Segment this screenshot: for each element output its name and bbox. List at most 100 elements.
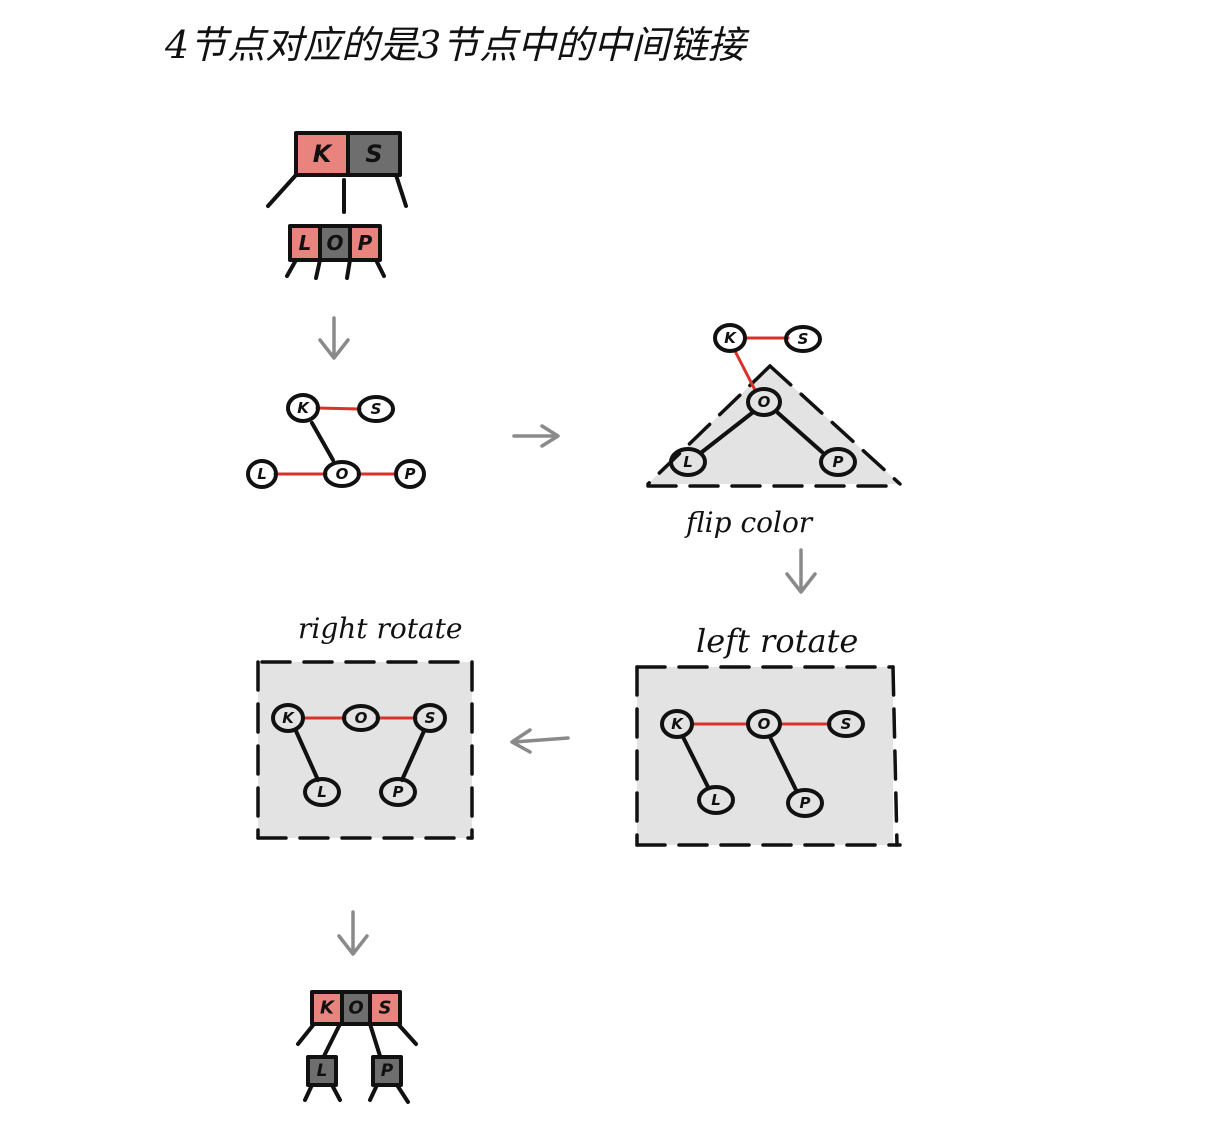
svg-text:L: L xyxy=(317,783,327,801)
box-cell-k xyxy=(296,133,348,175)
box-key-p: P xyxy=(381,1061,394,1081)
branch xyxy=(368,1083,379,1102)
node-p: P xyxy=(786,788,824,818)
box-cell-s xyxy=(348,133,400,175)
arrow-right-1 xyxy=(512,424,560,448)
branch xyxy=(368,1022,382,1058)
node-o: O xyxy=(342,704,380,732)
black-link xyxy=(400,729,426,782)
arrow-down-2 xyxy=(785,548,817,594)
box-outline xyxy=(288,224,382,262)
branch xyxy=(303,1083,314,1102)
panel-left-rotate xyxy=(637,667,893,845)
stage-pre-flip: K S O L P xyxy=(646,323,902,488)
svg-text:K: K xyxy=(671,715,684,733)
black-link xyxy=(681,735,710,789)
node-s: S xyxy=(784,325,822,353)
branch xyxy=(296,1022,316,1046)
arrow-down-1 xyxy=(318,316,350,360)
branch-left xyxy=(266,173,298,208)
branch xyxy=(322,1022,342,1058)
box-cell-l xyxy=(290,226,320,260)
label-flip-color: flip color xyxy=(684,506,814,539)
svg-text:O: O xyxy=(355,709,368,727)
node-k: K xyxy=(271,703,305,733)
node-s: S xyxy=(413,703,447,733)
node-o: O xyxy=(746,709,782,739)
box-cell-p xyxy=(350,226,380,260)
node-o: O xyxy=(323,460,361,488)
svg-text:O: O xyxy=(336,465,349,483)
box-key-k: K xyxy=(320,998,336,1019)
node-k: K xyxy=(660,709,694,739)
branch xyxy=(345,258,352,280)
stage-23-tree-top: K S L O P xyxy=(266,131,408,280)
node-l: L xyxy=(246,459,278,489)
node-k: K xyxy=(713,323,747,353)
black-link xyxy=(768,735,798,792)
stage-rb-tree: K S L O P xyxy=(246,393,426,489)
page-title: 4节点对应的是3节点中的中间链接 xyxy=(164,23,750,67)
branch xyxy=(395,1083,410,1104)
svg-text:P: P xyxy=(833,453,844,471)
svg-text:K: K xyxy=(724,329,737,347)
stage-23-tree-bottom: K O S L P xyxy=(296,990,418,1104)
box-cell-l xyxy=(308,1057,336,1085)
box-key-s: S xyxy=(365,140,382,168)
arrow-left-1 xyxy=(510,728,570,754)
node-k: K xyxy=(286,393,320,423)
box-cell-s xyxy=(370,992,400,1024)
node-l: L xyxy=(697,785,735,815)
box-key-o: O xyxy=(326,231,343,255)
red-link xyxy=(733,349,757,392)
branch xyxy=(330,1083,342,1102)
node-p: P xyxy=(379,777,417,807)
svg-text:S: S xyxy=(425,709,436,727)
node-p: P xyxy=(394,459,426,489)
panel-right-rotate xyxy=(258,662,472,838)
svg-text:O: O xyxy=(758,715,771,733)
box-key-s: S xyxy=(379,998,392,1019)
box-cell-p xyxy=(373,1057,401,1085)
stage-left-rotate: K O S L P xyxy=(635,665,902,847)
svg-text:L: L xyxy=(257,465,267,483)
svg-text:K: K xyxy=(297,399,310,417)
svg-text:S: S xyxy=(798,330,809,348)
box-key-k: K xyxy=(313,140,334,168)
svg-text:L: L xyxy=(711,791,721,809)
black-link xyxy=(294,729,320,782)
node-l: L xyxy=(303,777,341,807)
svg-text:S: S xyxy=(841,715,852,733)
box-cell-o xyxy=(342,992,370,1024)
box-outline xyxy=(310,990,402,1026)
svg-text:P: P xyxy=(800,794,811,812)
box-cell-k xyxy=(312,992,342,1024)
red-link xyxy=(315,406,362,411)
branch xyxy=(374,258,386,278)
subtree-triangle xyxy=(648,366,900,484)
svg-text:O: O xyxy=(758,393,771,411)
box-key-p: P xyxy=(358,231,373,255)
svg-text:P: P xyxy=(393,783,404,801)
black-link xyxy=(776,411,824,454)
label-right-rotate: right rotate xyxy=(298,612,462,645)
box-cell-o xyxy=(320,226,350,260)
svg-text:P: P xyxy=(405,465,416,483)
node-s: S xyxy=(357,395,395,423)
branch xyxy=(396,1022,418,1046)
box-outline xyxy=(306,1055,338,1087)
branch xyxy=(285,258,298,278)
black-link xyxy=(310,421,335,462)
label-left-rotate: left rotate xyxy=(696,622,858,660)
box-outline xyxy=(371,1055,403,1087)
box-key-o: O xyxy=(348,998,363,1019)
svg-text:L: L xyxy=(683,453,693,471)
svg-text:S: S xyxy=(371,400,382,418)
node-o: O xyxy=(746,387,782,417)
node-l: L xyxy=(669,447,707,477)
black-link xyxy=(700,411,754,454)
node-s: S xyxy=(827,710,865,738)
branch-right xyxy=(394,173,408,208)
node-p: P xyxy=(819,447,857,477)
